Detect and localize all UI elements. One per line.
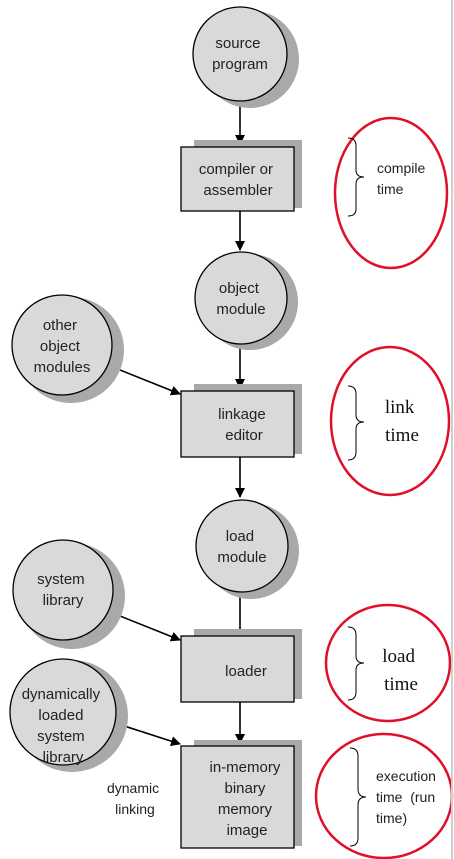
load-highlight-ellipse <box>324 603 452 723</box>
system-library-line-2: library <box>43 592 84 609</box>
svg-text:in-memory binary m: in-memory binary memory image <box>209 759 284 839</box>
dyn-library-line-1: dynamically <box>22 686 101 703</box>
dyn-library-line-4: library <box>43 749 84 766</box>
svg-text:link time: link time <box>385 397 419 446</box>
dyn-library-line-2: loaded <box>38 707 83 724</box>
svg-text:load time: load time <box>382 646 419 695</box>
link-time-line-2: time <box>385 425 419 446</box>
node-object-module: object module <box>194 251 298 350</box>
svg-text:other object modul: other object modules <box>34 317 91 376</box>
svg-text:load module: load module <box>217 528 266 566</box>
link-brace <box>347 385 365 461</box>
node-linkage-editor: linkage editor <box>180 384 302 458</box>
phase-load-time: load time <box>324 603 452 723</box>
node-dynamically-loaded-library: dynamically loaded system library <box>9 658 128 772</box>
svg-text:object module: object module <box>216 280 265 318</box>
image-line-4: image <box>227 822 268 839</box>
load-time-line-1: load <box>382 646 415 667</box>
compile-brace <box>347 137 365 217</box>
link-highlight-ellipse <box>329 345 451 497</box>
system-library-line-1: system <box>37 571 85 588</box>
image-line-2: binary <box>224 780 265 797</box>
phase-link-time: link time <box>329 345 451 497</box>
linkage-editor-line-2: editor <box>225 427 263 444</box>
load-module-line-2: module <box>217 549 266 566</box>
phase-execution-time: execution time (run time) <box>314 732 454 859</box>
object-module-line-2: module <box>216 301 265 318</box>
svg-text:dynamically loaded: dynamically loaded system library <box>22 686 105 766</box>
dyn-library-line-3: system <box>37 728 85 745</box>
node-source-program: source program <box>192 6 299 108</box>
source-program-line-2: program <box>212 56 268 73</box>
object-module-line-1: object <box>219 280 260 297</box>
phase-compile-time: compile time <box>333 116 449 270</box>
load-time-line-2: time <box>384 674 418 695</box>
load-brace <box>347 626 365 701</box>
link-time-line-1: link <box>385 397 415 418</box>
compiler-line-2: assembler <box>203 182 272 199</box>
svg-text:compile time: compile time <box>377 160 429 197</box>
arrow-other-modules-to-linkage <box>109 365 181 396</box>
load-module-line-1: load <box>226 528 254 545</box>
linkage-editor-line-1: linkage <box>218 406 266 423</box>
compile-time-line-1: compile <box>377 160 425 176</box>
node-other-object-modules: other object modules <box>11 294 124 403</box>
other-modules-line-2: object <box>40 338 81 355</box>
arrows <box>109 103 245 746</box>
svg-text:source program: source program <box>212 35 268 73</box>
image-line-1: in-memory <box>209 759 280 776</box>
other-modules-line-1: other <box>43 317 77 334</box>
execution-brace <box>349 747 367 847</box>
source-program-line-1: source <box>215 35 260 52</box>
node-in-memory-image: in-memory binary memory image <box>180 740 302 849</box>
image-line-3: memory <box>218 801 273 818</box>
compile-highlight-ellipse <box>333 116 449 270</box>
execution-time-line-1: execution <box>376 768 436 784</box>
svg-text:execution time (run: execution time (run time) <box>376 768 440 826</box>
svg-text:system library: system library <box>37 571 89 609</box>
svg-text:loader: loader <box>225 663 267 680</box>
compiler-line-1: compiler or <box>199 161 273 178</box>
svg-text:compiler or assembler: compiler or assembler <box>199 161 277 199</box>
dynamic-linking-label: dynamic linking <box>107 780 163 817</box>
node-load-module: load module <box>195 499 299 599</box>
execution-time-line-2: time (run <box>376 789 435 805</box>
node-loader: loader <box>180 629 302 703</box>
compile-time-line-2: time <box>377 181 404 197</box>
execution-time-line-3: time) <box>376 810 407 826</box>
node-system-library: system library <box>12 539 125 649</box>
arrow-system-library-to-loader <box>109 611 181 642</box>
loader-line-1: loader <box>225 663 267 680</box>
other-modules-line-3: modules <box>34 359 91 376</box>
node-compiler: compiler or assembler <box>180 140 302 212</box>
svg-text:linkage editor: linkage editor <box>218 406 270 444</box>
